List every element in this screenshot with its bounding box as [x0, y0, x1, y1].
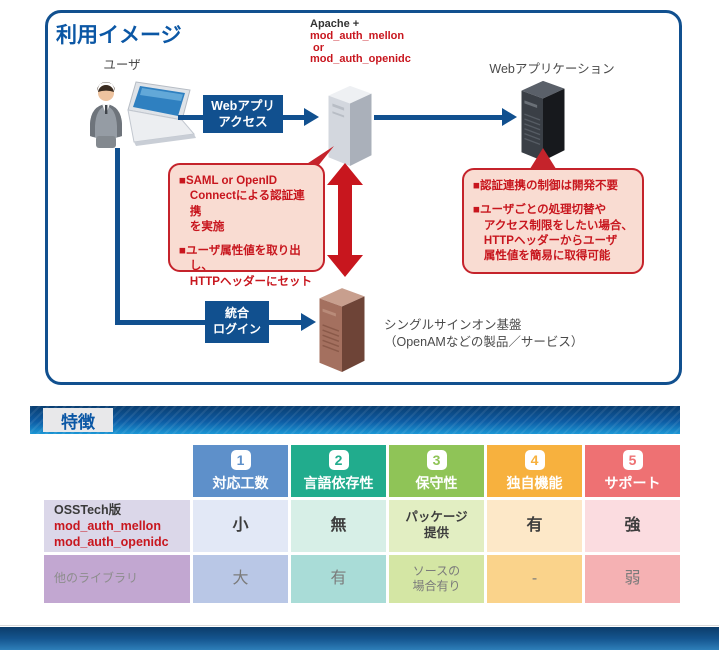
access-arrow-box: Webアプリ アクセス — [203, 95, 283, 133]
column-header-maintainability: 3 保守性 — [389, 445, 484, 497]
osstech-module-2: mod_auth_openidc — [54, 535, 169, 549]
left-callout: ■SAML or OpenID Connectによる認証連携 を実施 ■ユーザ属… — [168, 163, 325, 288]
user-sso-line — [115, 148, 120, 325]
column-number-badge: 3 — [426, 449, 447, 470]
footer-bar — [0, 627, 719, 650]
right-callout-tail-icon — [528, 148, 558, 172]
apache-title: Apache + — [310, 18, 360, 30]
sso-server-icon — [319, 288, 365, 372]
row-label-osstech: OSSTech版 mod_auth_mellon mod_auth_openid… — [44, 500, 190, 552]
column-header-workload: 1 対応工数 — [193, 445, 288, 497]
osstech-name: OSSTech版 — [54, 503, 122, 517]
login-arrow-head — [301, 313, 316, 331]
column-header-language-dependency: 2 言語依存性 — [291, 445, 386, 497]
table-cell: 強 — [585, 500, 680, 552]
diagram-title: 利用イメージ — [56, 24, 182, 47]
left-callout-item-2: ■ユーザ属性値を取り出し、 HTTPヘッダーにセット — [179, 245, 312, 288]
right-callout-item-2: ■ユーザごとの処理切替や アクセス制限をしたい場合、 HTTPヘッダーからユーザ… — [473, 204, 633, 263]
login-arrow-box: 統合 ログイン — [205, 301, 269, 343]
table-cell: 無 — [291, 500, 386, 552]
features-section-bar: 特徴 — [30, 406, 680, 434]
webapp-server-icon — [521, 80, 565, 161]
column-header-support: 5 サポート — [585, 445, 680, 497]
table-corner-cell — [44, 445, 190, 497]
apache-webapp-arrow-head — [502, 108, 517, 126]
column-number-badge: 5 — [622, 449, 643, 470]
features-table: 1 対応工数 2 言語依存性 3 保守性 4 独自機能 5 サポート OSSTe… — [44, 445, 680, 603]
table-cell: 大 — [193, 555, 288, 603]
sso-label-line-1: シングルサインオン基盤 — [384, 318, 522, 332]
column-number-badge: 1 — [230, 449, 251, 470]
apache-or: or — [313, 41, 324, 54]
apache-webapp-arrow-line — [374, 115, 502, 120]
column-header-unique-features: 4 独自機能 — [487, 445, 582, 497]
table-cell: 有 — [487, 500, 582, 552]
row-label-other-libraries: 他のライブラリ — [44, 555, 190, 603]
column-header-label: 言語依存性 — [303, 474, 374, 491]
table-cell: - — [487, 555, 582, 603]
sso-label: シングルサインオン基盤 （OpenAMなどの製品／サービス） — [384, 317, 583, 350]
table-cell: 小 — [193, 500, 288, 552]
bidirectional-sync-arrow-icon — [327, 163, 363, 277]
table-cell: ソースの 場合有り — [389, 555, 484, 603]
column-header-label: 独自機能 — [506, 474, 563, 491]
right-callout: ■認証連携の制御は開発不要 ■ユーザごとの処理切替や アクセス制限をしたい場合、… — [462, 168, 644, 274]
apache-mod-openidc: mod_auth_openidc — [310, 53, 411, 66]
column-header-label: 対応工数 — [212, 474, 269, 491]
column-header-label: 保守性 — [415, 474, 458, 491]
footer-divider — [0, 625, 719, 626]
sso-label-line-2: （OpenAMなどの製品／サービス） — [384, 334, 584, 349]
features-section-title: 特徴 — [43, 408, 113, 432]
apache-mod-mellon: mod_auth_mellon — [310, 29, 405, 42]
right-callout-item-1: ■認証連携の制御は開発不要 — [473, 180, 618, 192]
access-arrow-head — [304, 108, 319, 126]
column-number-badge: 2 — [328, 449, 349, 470]
apache-server-icon — [328, 85, 372, 166]
table-cell: 弱 — [585, 555, 680, 603]
user-label: ユーザ — [103, 58, 141, 72]
osstech-module-1: mod_auth_mellon — [54, 519, 161, 533]
user-laptop-icon — [90, 81, 196, 148]
column-header-label: サポート — [604, 474, 661, 491]
left-callout-item-1: ■SAML or OpenID Connectによる認証連携 を実施 — [179, 175, 305, 233]
table-cell: 有 — [291, 555, 386, 603]
webapp-label: Webアプリケーション — [489, 62, 615, 76]
column-number-badge: 4 — [524, 449, 545, 470]
apache-label: Apache + mod_auth_mellon or mod_auth_ope… — [310, 18, 411, 66]
table-cell: パッケージ 提供 — [389, 500, 484, 552]
